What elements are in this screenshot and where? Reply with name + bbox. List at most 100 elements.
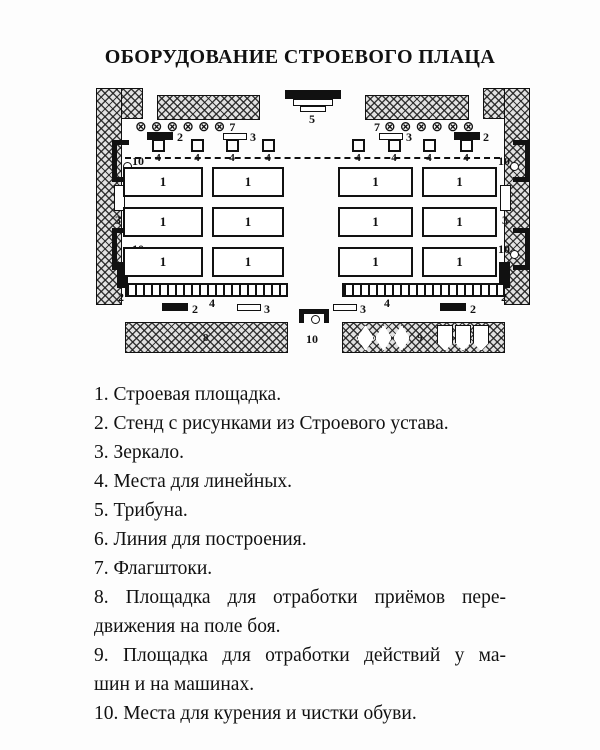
legend-item-9-line1: 9. Площадка для отработки действий у ма-	[94, 645, 506, 666]
stand-bar	[162, 303, 188, 311]
lineman-label: 4	[384, 296, 390, 310]
stand-bar	[147, 132, 173, 140]
stand-label: 2	[118, 290, 124, 304]
mirror-label: 3	[360, 302, 366, 316]
legend-item-9: 9. Площадка для отработки действий у ма-…	[94, 641, 506, 699]
smoking-label: 10	[132, 154, 144, 168]
smoking-circle-icon	[510, 162, 519, 171]
lineman-mark: 4	[457, 139, 475, 164]
legend-item-7: 7. Флагштоки.	[94, 558, 213, 579]
smoking-circle-icon	[510, 250, 519, 259]
lineman-square-icon	[387, 139, 401, 152]
drill-platform: 1	[338, 167, 413, 197]
obstacle-diamond-icon	[375, 325, 392, 351]
flagpole-icon: ⊗	[446, 119, 459, 135]
stand-label: 2	[483, 130, 489, 144]
legend-item-1: 1. Строевая площадка.	[94, 384, 282, 405]
drill-square-diagram: 5 ⊗ ⊗ ⊗ ⊗ ⊗ ⊗ 7 7 ⊗ ⊗ ⊗ ⊗ ⊗ ⊗ 2 3 3 2 4 …	[0, 85, 600, 370]
mirror-bar	[333, 304, 357, 311]
flagpole-icon: ⊗	[150, 119, 163, 135]
lineman-mark: 4	[349, 139, 367, 164]
field-movement-label: 8	[203, 332, 209, 344]
flagpole-label: 7	[229, 120, 236, 134]
legend-item-2: 2. Стенд с рисунками из Строевого устава…	[94, 413, 449, 434]
mirror-bar	[500, 185, 511, 211]
legend-item-9-line2: шин и на машинах.	[94, 674, 255, 695]
drill-platform: 1	[123, 167, 203, 197]
page-title: ОБОРУДОВАНИЕ СТРОЕВОГО ПЛАЦА	[104, 46, 496, 68]
mirror-label: 3	[115, 213, 121, 227]
stand-bar	[440, 303, 466, 311]
lineman-mark: 4	[420, 139, 438, 164]
stand-bar	[117, 262, 128, 288]
flagpole-icon: ⊗	[399, 119, 412, 135]
lineman-square-icon	[225, 139, 239, 152]
lineman-mark: 4	[385, 139, 403, 164]
mirror-label: 3	[250, 130, 256, 144]
mirror-bar	[237, 304, 261, 311]
smoking-area-bracket	[299, 309, 329, 324]
smoking-label: 10	[498, 154, 510, 168]
vehicle-icon	[473, 325, 489, 351]
flagpole-icon: ⊗	[166, 119, 179, 135]
flagpole-icon: ⊗	[135, 119, 147, 135]
smoking-label: 10	[498, 242, 510, 256]
legend-item-8-line1: 8. Площадка для отработки приёмов пере-	[94, 587, 506, 608]
legend-item-10: 10. Места для курения и чистки обуви.	[94, 703, 417, 724]
legend-item-5: 5. Трибуна.	[94, 500, 188, 521]
flagpole-icon: ⊗	[415, 119, 428, 135]
stand-label: 2	[192, 302, 198, 316]
formation-line	[125, 157, 500, 159]
flagpole-icon: ⊗	[213, 119, 226, 135]
lineman-square-icon	[459, 139, 473, 152]
flagpole-icon: ⊗	[462, 119, 475, 135]
vehicle-icon	[437, 325, 453, 351]
legend-item-8: 8. Площадка для отработки приёмов пере- …	[94, 583, 506, 641]
flagpole-icon: ⊗	[431, 119, 443, 135]
smoking-label: 10	[306, 332, 318, 346]
smoking-circle-icon	[311, 315, 320, 324]
legend: 1. Строевая площадка. 2. Стенд с рисунка…	[94, 380, 506, 728]
lineman-square-icon	[261, 139, 275, 152]
lineman-square-icon	[422, 139, 436, 152]
drill-platform: 1	[212, 167, 284, 197]
tribune-icon	[285, 90, 341, 99]
mirror-label: 3	[264, 302, 270, 316]
smoking-area-bracket	[510, 140, 530, 182]
comb-strip	[342, 283, 505, 297]
stand-label: 2	[470, 302, 476, 316]
flagpole-icon: ⊗	[182, 119, 194, 135]
lineman-mark: 4	[259, 139, 277, 164]
mirror-label: 3	[502, 213, 508, 227]
lineman-square-icon	[190, 139, 204, 152]
lineman-mark: 4	[188, 139, 206, 164]
legend-item-4: 4. Места для линейных.	[94, 471, 293, 492]
mirror-label: 3	[406, 130, 412, 144]
smoking-area-bracket	[510, 228, 530, 270]
drill-platform: 1	[338, 207, 413, 237]
lineman-square-icon	[151, 139, 165, 152]
obstacle-diamond-icon	[357, 325, 374, 351]
tribune-step	[300, 106, 326, 112]
legend-item-6: 6. Линия для построения.	[94, 529, 307, 550]
flagpole-row-left: ⊗ ⊗ ⊗ ⊗ ⊗ ⊗ 7	[135, 120, 235, 134]
legend-item-3: 3. Зеркало.	[94, 442, 185, 463]
obstacle-diamond-icon	[393, 325, 410, 351]
drill-platform: 1	[422, 207, 497, 237]
drill-platform: 1	[338, 247, 413, 277]
lineman-mark: 4	[149, 139, 167, 164]
field-movement-pad	[125, 322, 288, 353]
mirror-bar	[114, 185, 125, 211]
flagpole-icon: ⊗	[197, 119, 210, 135]
lineman-square-icon	[351, 139, 365, 152]
drill-platform: 1	[422, 167, 497, 197]
hatch-bar-top-right	[365, 95, 469, 120]
legend-item-8-line2: движения на поле боя.	[94, 616, 281, 637]
tribune-label: 5	[309, 112, 315, 126]
flagpole-label: 7	[374, 120, 380, 134]
stand-label: 2	[177, 130, 183, 144]
flagpole-icon: ⊗	[384, 119, 396, 135]
field-vehicles-label: 9	[417, 332, 423, 344]
lineman-mark: 4	[223, 139, 241, 164]
drill-platform: 1	[212, 207, 284, 237]
